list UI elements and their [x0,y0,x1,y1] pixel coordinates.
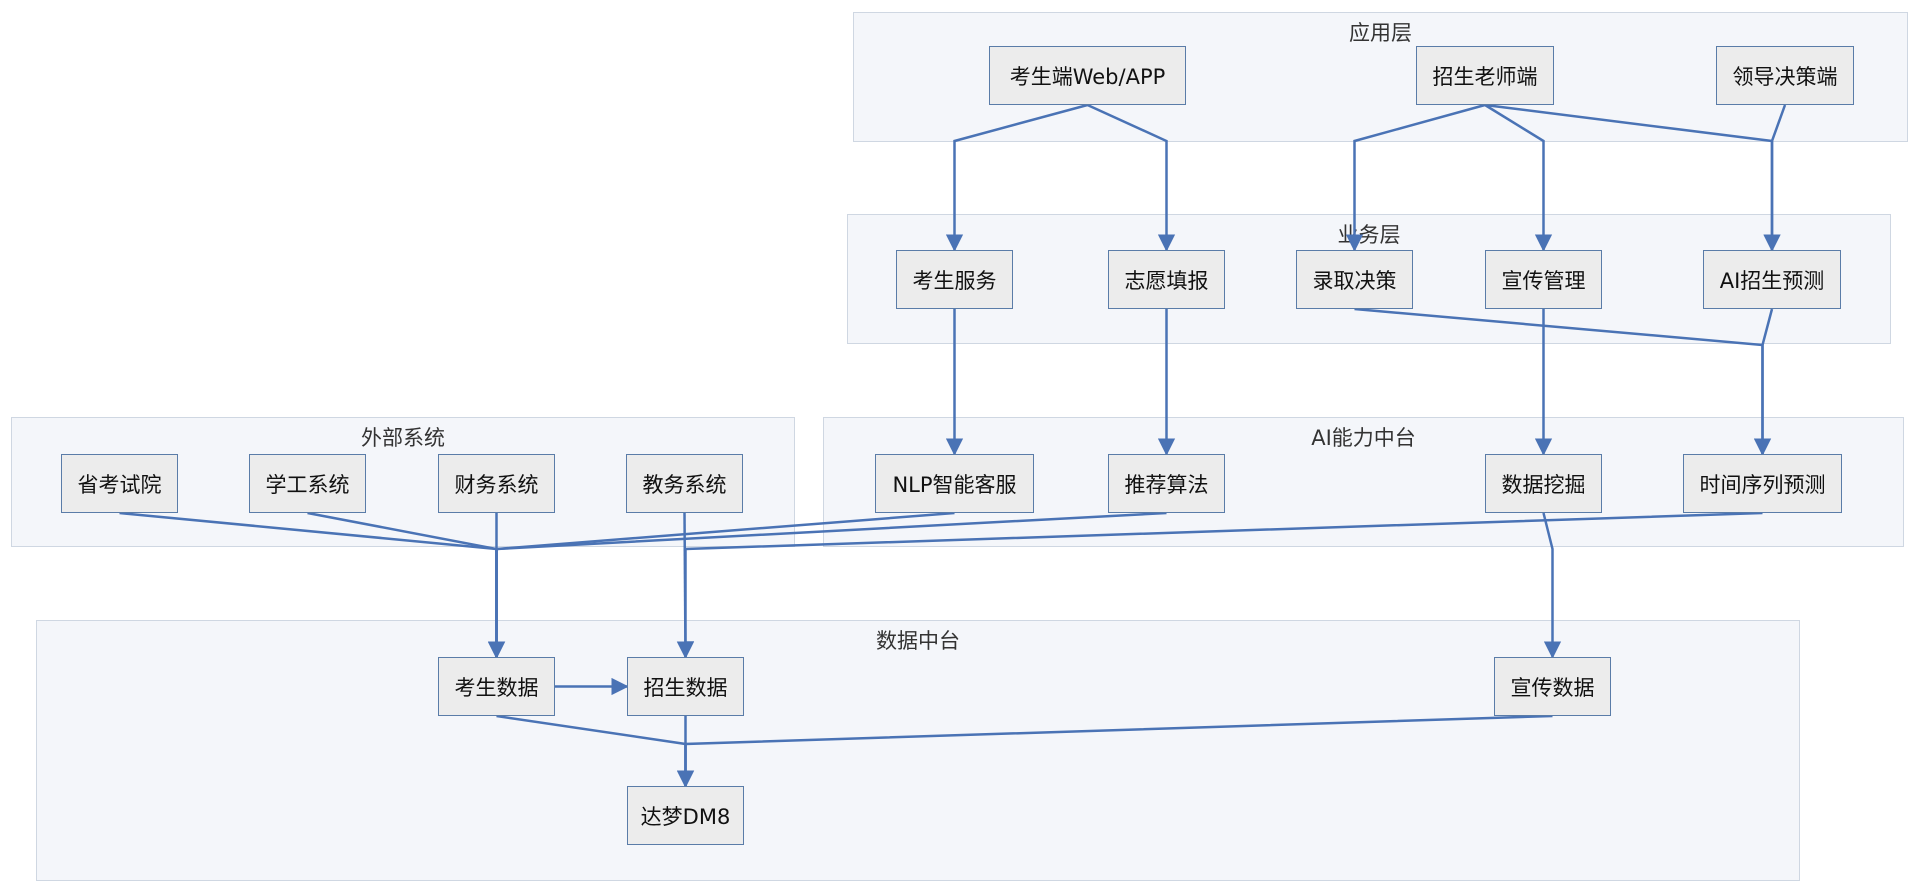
node-leader-portal[interactable]: 领导决策端 [1716,46,1854,105]
node-student-affairs[interactable]: 学工系统 [249,454,366,513]
node-exam-institute[interactable]: 省考试院 [61,454,178,513]
node-admission-decision[interactable]: 录取决策 [1296,250,1413,309]
node-publicity-data[interactable]: 宣传数据 [1494,657,1611,716]
node-enroll-data[interactable]: 招生数据 [627,657,744,716]
node-nlp-service[interactable]: NLP智能客服 [875,454,1034,513]
node-timeseries[interactable]: 时间序列预测 [1683,454,1842,513]
node-ai-prediction[interactable]: AI招生预测 [1703,250,1841,309]
node-student-service[interactable]: 考生服务 [896,250,1013,309]
node-teacher-portal[interactable]: 招生老师端 [1416,46,1554,105]
node-volunteer-fill[interactable]: 志愿填报 [1108,250,1225,309]
node-student-data[interactable]: 考生数据 [438,657,555,716]
node-finance-system[interactable]: 财务系统 [438,454,555,513]
cluster-external-systems-title: 外部系统 [361,426,445,450]
cluster-data-platform-title: 数据中台 [876,629,960,653]
cluster-business-layer-title: 业务层 [1337,223,1401,247]
node-publicity-mgmt[interactable]: 宣传管理 [1485,250,1602,309]
node-data-mining[interactable]: 数据挖掘 [1485,454,1602,513]
cluster-ai-platform-title: AI能力中台 [1311,426,1416,450]
node-recommend-algo[interactable]: 推荐算法 [1108,454,1225,513]
node-dm8[interactable]: 达梦DM8 [627,786,744,845]
node-academic-system[interactable]: 教务系统 [626,454,743,513]
cluster-app-layer-title: 应用层 [1349,21,1412,45]
node-student-portal[interactable]: 考生端Web/APP [989,46,1186,105]
